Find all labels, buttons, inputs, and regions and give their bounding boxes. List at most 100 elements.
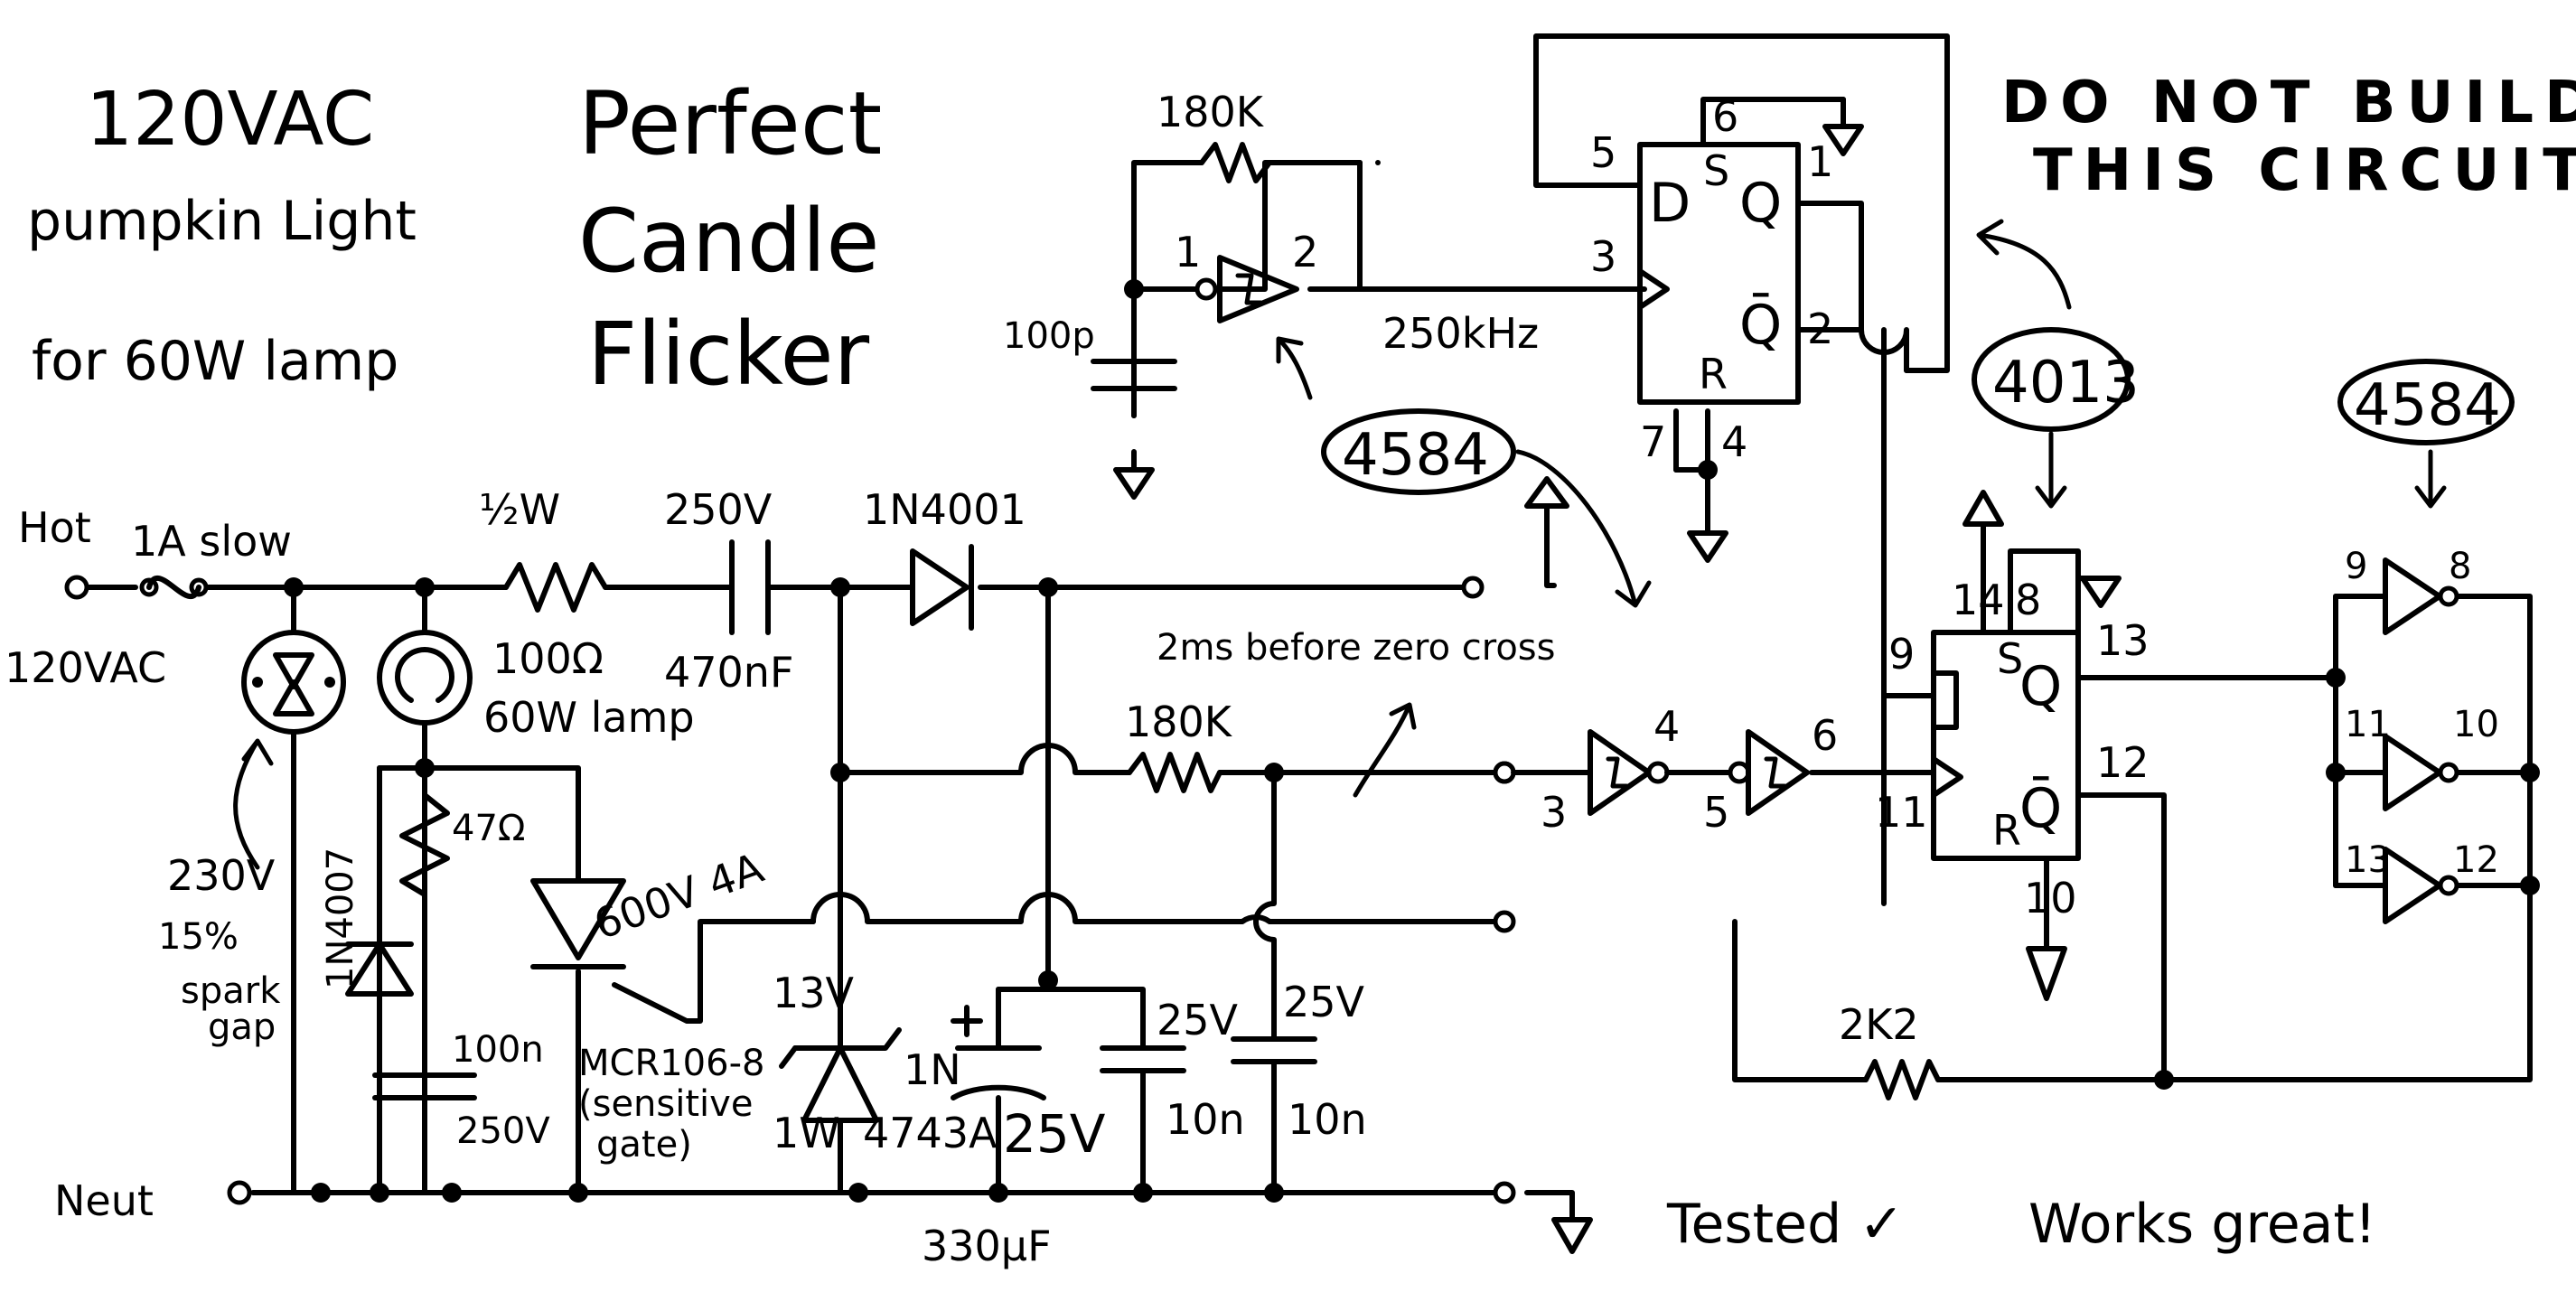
ff-top-pin-qbar: 2 <box>1807 304 1833 353</box>
junctions <box>284 279 2540 1203</box>
zener-part-2: 4743A <box>863 1109 998 1157</box>
fuse <box>139 575 209 600</box>
zener-1n4743a <box>779 1027 902 1123</box>
subtitle-block: Perfect Candle Flicker <box>578 73 882 405</box>
cap-100n <box>372 892 477 1195</box>
vdd-terminal <box>1461 576 1485 599</box>
input-labels: Hot 120VAC 1A slow Neut <box>5 503 292 1225</box>
annotation-arrows <box>233 219 2447 870</box>
lamp-label: 60W lamp <box>483 693 695 742</box>
diode-main-label: 1N4001 <box>863 485 1026 534</box>
cap-10n-b <box>1231 1036 1317 1087</box>
title-line-3: for 60W lamp <box>32 330 398 393</box>
ff-top-pin-r: 4 <box>1721 417 1747 466</box>
inv-chain-b-out: 6 <box>1812 711 1838 760</box>
title-line-1: 120VAC <box>86 77 374 163</box>
inv-chain-a-out: 4 <box>1653 702 1680 751</box>
cap-330uf <box>951 1005 1046 1100</box>
zener-power: 1W <box>773 1109 840 1157</box>
cap-10n-a <box>1100 1045 1186 1100</box>
spark-gap-voltage: 230V <box>167 851 276 900</box>
fuse-label: 1A slow <box>131 517 292 566</box>
resistor-100 <box>503 562 608 613</box>
spark-gap <box>241 630 346 735</box>
ff-top-pin-clk: 3 <box>1590 232 1616 281</box>
chip-4584-a-ellipse <box>1321 408 1516 495</box>
r-series-power: ½W <box>479 485 560 534</box>
inv-chain-b-in: 5 <box>1703 788 1729 837</box>
title-block: 120VAC pumpkin Light for 60W lamp <box>27 77 417 393</box>
osc-pin-in: 1 <box>1175 228 1201 276</box>
ff-top-S: S <box>1703 146 1729 195</box>
inv-stack-a-out: 8 <box>2449 546 2471 587</box>
spark-gap-tolerance: 15% <box>158 916 239 958</box>
chip-4013: 4013 <box>1992 350 2140 417</box>
triac-part-1: MCR106-8 <box>578 1043 764 1084</box>
ff-bot-S: S <box>1997 634 2023 683</box>
schmitt-inverter-chain <box>1493 729 1810 816</box>
title-line-2: pumpkin Light <box>27 190 417 253</box>
cap-100n-label: 100n <box>452 1029 544 1071</box>
neut-label: Neut <box>54 1176 154 1225</box>
cap-100p-label: 100p <box>1003 315 1095 357</box>
ff-bot-pin-s: 8 <box>2015 576 2041 624</box>
ff-bot-pin-q: 13 <box>2096 616 2150 665</box>
cap-10n-a-voltage: 25V <box>1157 996 1239 1044</box>
cap-470nf <box>711 539 789 635</box>
ff-top-Qbar: Q̄ <box>1739 292 1782 357</box>
chip-4584-b: 4584 <box>2354 372 2501 439</box>
ff-top-pin-s: 6 <box>1712 92 1738 141</box>
chip-4584-a: 4584 <box>1342 422 1489 489</box>
ground-symbols <box>1113 124 2122 1254</box>
chip-4013-ellipse <box>1972 327 2131 432</box>
osc-frequency-label: 250kHz <box>1382 309 1539 358</box>
neut-terminal <box>227 1180 252 1205</box>
r-180k-sense-label: 180K <box>1125 698 1233 746</box>
inv-stack-b-out: 10 <box>2453 704 2499 745</box>
inv-stack-c-in: 13 <box>2345 839 2391 881</box>
ff-bot-Q: Q <box>2019 655 2062 718</box>
triac-part-2: (sensitive <box>578 1083 753 1125</box>
ff-top-pin-vss: 7 <box>1640 417 1666 466</box>
gnd-terminal <box>1493 1181 1516 1204</box>
cap-bulk-value: 330µF <box>922 1222 1052 1270</box>
ff-bot-R: R <box>1992 806 2021 855</box>
ff-bot-pin-qbar: 12 <box>2096 738 2150 787</box>
warning-line-2: THIS CIRCUIT <box>2033 137 2576 204</box>
tested-note: Tested ✓ <box>1666 1193 1905 1256</box>
hot-terminal <box>64 575 89 600</box>
subtitle-line-2: Candle <box>578 191 879 292</box>
diode-1n4007 <box>345 941 414 997</box>
ff-bot-pin-vdd: 14 <box>1952 576 2005 624</box>
cap-10n-a-value: 10n <box>1166 1095 1245 1144</box>
inv-stack-c-out: 12 <box>2453 839 2499 881</box>
r-180k-osc-label: 180K <box>1157 88 1265 136</box>
schmitt-inverter-stack <box>2383 557 2459 924</box>
gate-drive-terminal <box>1493 910 1516 933</box>
ff-top-Q: Q <box>1739 172 1782 235</box>
r-series-value: 100Ω <box>492 634 604 683</box>
spark-gap-word-2: gap <box>208 1007 276 1048</box>
hot-voltage-label: 120VAC <box>5 643 166 692</box>
ff-top-pin-q: 1 <box>1807 137 1833 186</box>
warning-block: DO NOT BUILD THIS CIRCUIT <box>2001 70 2576 204</box>
triac-mcr106 <box>530 878 626 969</box>
zener-part-1: 1N <box>904 1045 961 1094</box>
flipflop-4013-top <box>1637 142 1801 405</box>
cap-100p <box>1091 359 1177 391</box>
triac-rating: 600V 4A <box>587 843 770 949</box>
resistor-180k-sense <box>1127 752 1222 793</box>
cap-100n-voltage: 250V <box>456 1110 550 1152</box>
cap-10n-b-value: 10n <box>1288 1095 1367 1144</box>
resistor-47 <box>399 792 450 897</box>
pin-labels: 1 2 5 6 1 3 2 4 7 D S Q Q̄ R 9 14 8 13 1… <box>1175 92 2499 922</box>
ff-top-D: D <box>1649 172 1691 235</box>
osc-pin-out: 2 <box>1292 228 1318 276</box>
subtitle-line-1: Perfect <box>578 73 882 174</box>
warning-line-1: DO NOT BUILD <box>2001 70 2576 136</box>
diode-aux-label: 1N4007 <box>320 847 361 989</box>
lamp-60w <box>377 630 473 726</box>
footer-notes: Tested ✓ Works great! <box>1666 1193 2376 1256</box>
